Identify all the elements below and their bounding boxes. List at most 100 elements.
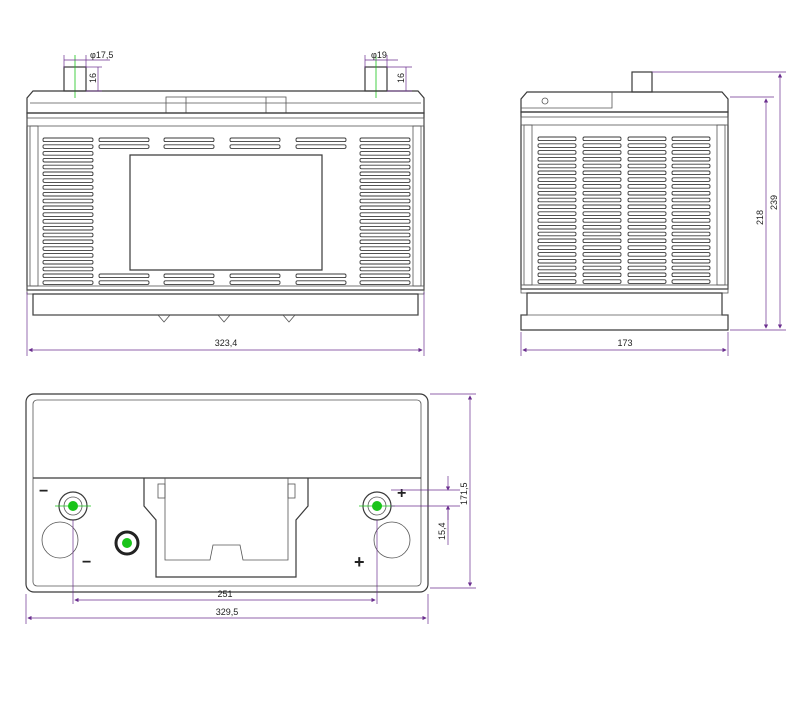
rib-slot [582,224,622,230]
rib-slot [42,205,94,211]
rib-slot [671,231,711,237]
rib-slot [163,144,215,149]
front-body [26,112,425,291]
rib-slot [42,178,94,183]
rib-slot [42,239,94,245]
rib-slot [627,197,667,203]
rib-slot [359,137,411,143]
rib-slot [582,258,622,264]
rib-slot [42,259,94,265]
depth-label: 171,5 [459,482,469,505]
rib-slot [537,231,577,237]
terminal-offset-label: 15,4 [437,522,447,540]
rib-slot [582,204,622,210]
rib-slot [163,280,215,285]
rib-slot [359,232,411,238]
rib-slot [359,151,411,156]
rib-slot [627,265,667,271]
top-outline [25,393,429,593]
rib-slot [627,218,667,223]
rib-slot [671,163,711,169]
rib-slot [671,197,711,203]
rib-slot [42,151,94,156]
rib-slot [537,163,577,169]
rib-slot [359,185,411,190]
rib-slot [671,272,711,278]
rib-slot [671,177,711,182]
rib-slot [582,170,622,176]
rib-slot [42,185,94,190]
top-view: − − + + 251 329,5 171,5 15,4 [25,393,476,624]
rib-slot [359,253,411,258]
rib-slot [359,273,411,279]
rib-slot [42,253,94,258]
vent-indicator [114,530,140,556]
rib-slot [163,137,215,143]
side-view: 173 218 239 [520,71,786,356]
rib-slot [359,144,411,149]
rib-slot [537,211,577,216]
side-height-total: 239 [769,195,779,210]
rib-slot [537,265,577,271]
rib-slot [537,238,577,244]
rib-slot [537,190,577,196]
terminal-right-diameter: φ19 [371,50,387,60]
rib-slot [627,211,667,216]
rib-slot [671,190,711,196]
rib-slot [582,218,622,223]
rib-slot [537,156,577,162]
rib-slot [42,157,94,163]
rib-slot [671,238,711,244]
rib-slot [359,164,411,170]
rib-slot [229,144,281,149]
side-terminal [631,71,653,93]
rib-slot [582,245,622,250]
rib-slot [671,211,711,216]
rib-slot [627,156,667,162]
top-handle-recess [143,478,309,578]
rib-slot [671,156,711,162]
rib-slot [359,212,411,217]
rib-slot [42,144,94,149]
rib-slot [537,204,577,210]
rib-slot [627,170,667,176]
rib-slot [627,150,667,155]
rib-slot [537,258,577,264]
rib-slot [627,177,667,182]
rib-slot [671,218,711,223]
rib-slot [582,184,622,189]
rib-slot [359,225,411,231]
rib-slot [229,280,281,285]
rib-slot [359,178,411,183]
rib-slot [42,232,94,238]
lid-handle [165,96,287,114]
rib-slot [98,144,150,149]
rib-slot [582,136,622,142]
front-width-label: 323,4 [215,338,238,348]
rib-slot [582,143,622,148]
rib-slot [359,280,411,285]
rib-slot [582,190,622,196]
rib-slot [627,190,667,196]
rib-slot [359,219,411,224]
rib-slot [627,143,667,148]
rib-slot [42,246,94,251]
rib-slot [627,279,667,284]
side-width-label: 173 [617,338,632,348]
front-view: 323,4 φ17,5 16 φ19 16 [26,50,425,356]
rib-slot [537,170,577,176]
rib-slot [671,136,711,142]
terminal-right-height: 16 [396,73,406,83]
rib-slot [537,252,577,257]
rib-slot [671,245,711,250]
rib-slot [229,137,281,143]
rib-slot [627,136,667,142]
rib-slot [537,197,577,203]
rib-slot [627,163,667,169]
positive-symbol-top: + [397,485,406,502]
rib-slot [582,252,622,257]
front-ribs [42,137,411,285]
rib-slot [359,157,411,163]
rib-slot [359,205,411,211]
rib-slot [627,245,667,250]
